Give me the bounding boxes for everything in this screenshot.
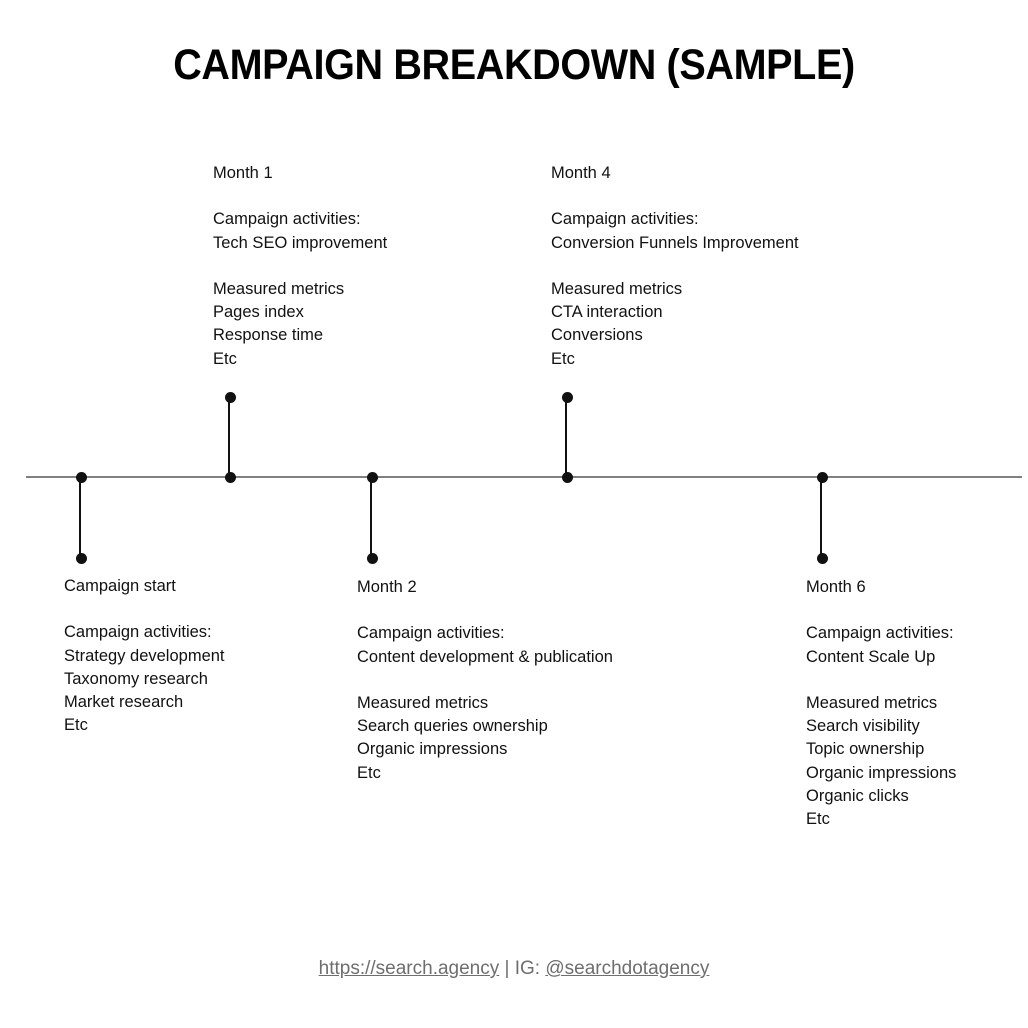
milestone-label-campaign-start: Campaign start — [64, 577, 176, 595]
activity-item: Etc — [64, 716, 88, 735]
metrics-group-month-6: Measured metrics Search visibility Topic… — [806, 692, 956, 831]
activity-item: Content development & publication — [357, 647, 613, 666]
milestone-label-month-2: Month 2 — [357, 578, 417, 596]
milestone-stem-campaign-start — [79, 477, 81, 558]
activities-group-month-6: Campaign activities: Content Scale Up — [806, 622, 956, 668]
metrics-group-month-4: Measured metrics CTA interaction Convers… — [551, 278, 799, 371]
milestone-stem-month-2 — [370, 477, 372, 558]
milestone-dot-end-month-2 — [366, 552, 378, 564]
activity-item: Content Scale Up — [806, 647, 936, 666]
activity-item: Strategy development — [64, 646, 225, 665]
metric-item: Organic clicks — [806, 786, 909, 805]
footer-separator: | IG: — [499, 958, 546, 979]
metric-item: Response time — [213, 326, 324, 345]
metrics-heading: Measured metrics — [213, 279, 345, 298]
milestone-label-month-4: Month 4 — [551, 164, 611, 182]
footer: https://search.agency | IG: @searchdotag… — [0, 958, 1028, 980]
metric-item: Etc — [357, 763, 381, 782]
milestone-dot-axis-month-2 — [366, 471, 378, 483]
metrics-heading: Measured metrics — [551, 279, 683, 298]
timeline-axis — [26, 476, 1022, 478]
metric-item: Etc — [806, 810, 830, 828]
milestone-dot-end-month-4 — [561, 391, 573, 403]
milestone-stem-month-4 — [565, 397, 567, 477]
activities-group-campaign-start: Campaign activities: Strategy developmen… — [64, 621, 225, 737]
milestone-dot-end-month-1 — [224, 391, 236, 403]
activities-heading: Campaign activities: — [64, 623, 212, 642]
metric-item: Conversions — [551, 326, 643, 345]
metric-item: Pages index — [213, 303, 304, 322]
metric-item: Search visibility — [806, 717, 920, 736]
activity-item: Conversion Funnels Improvement — [551, 233, 799, 252]
activities-heading: Campaign activities: — [806, 624, 954, 643]
milestone-block-month-2: Month 2 Campaign activities: Content dev… — [357, 576, 613, 785]
metric-item: Organic impressions — [357, 740, 508, 759]
activities-group-month-4: Campaign activities: Conversion Funnels … — [551, 208, 799, 254]
activity-item: Taxonomy research — [64, 669, 208, 688]
activity-item: Market research — [64, 693, 184, 711]
milestone-label-month-1: Month 1 — [213, 164, 273, 182]
activities-group-month-1: Campaign activities: Tech SEO improvemen… — [213, 208, 387, 254]
metric-item: Etc — [213, 349, 237, 368]
milestone-label-month-6: Month 6 — [806, 578, 866, 596]
milestone-dot-end-month-6 — [816, 552, 828, 564]
activity-item: Tech SEO improvement — [213, 233, 388, 252]
instagram-link[interactable]: @searchdotagency — [545, 958, 710, 979]
milestone-dot-axis-campaign-start — [75, 471, 87, 483]
metric-item: Topic ownership — [806, 740, 925, 759]
activities-heading: Campaign activities: — [551, 210, 699, 229]
milestone-block-month-6: Month 6 Campaign activities: Content Sca… — [806, 576, 956, 831]
milestone-dot-end-campaign-start — [75, 552, 87, 564]
milestone-stem-month-6 — [820, 477, 822, 558]
metrics-group-month-1: Measured metrics Pages index Response ti… — [213, 278, 387, 371]
metrics-group-month-2: Measured metrics Search queries ownershi… — [357, 692, 613, 785]
metrics-heading: Measured metrics — [357, 693, 489, 712]
activities-heading: Campaign activities: — [213, 210, 361, 229]
website-link[interactable]: https://search.agency — [318, 958, 500, 979]
metric-item: Etc — [551, 349, 575, 368]
metric-item: Search queries ownership — [357, 717, 548, 736]
milestone-block-month-4: Month 4 Campaign activities: Conversion … — [551, 162, 799, 371]
page-title: CAMPAIGN BREAKDOWN (SAMPLE) — [173, 41, 855, 89]
metric-item: CTA interaction — [551, 303, 663, 322]
milestone-dot-axis-month-4 — [561, 471, 573, 483]
activities-group-month-2: Campaign activities: Content development… — [357, 622, 613, 668]
milestone-dot-axis-month-6 — [816, 471, 828, 483]
milestone-dot-axis-month-1 — [224, 471, 236, 483]
milestone-block-campaign-start: Campaign start Campaign activities: Stra… — [64, 575, 225, 737]
milestone-stem-month-1 — [228, 397, 230, 477]
milestone-block-month-1: Month 1 Campaign activities: Tech SEO im… — [213, 162, 387, 371]
metric-item: Organic impressions — [806, 763, 957, 782]
activities-heading: Campaign activities: — [357, 624, 505, 643]
metrics-heading: Measured metrics — [806, 693, 938, 712]
